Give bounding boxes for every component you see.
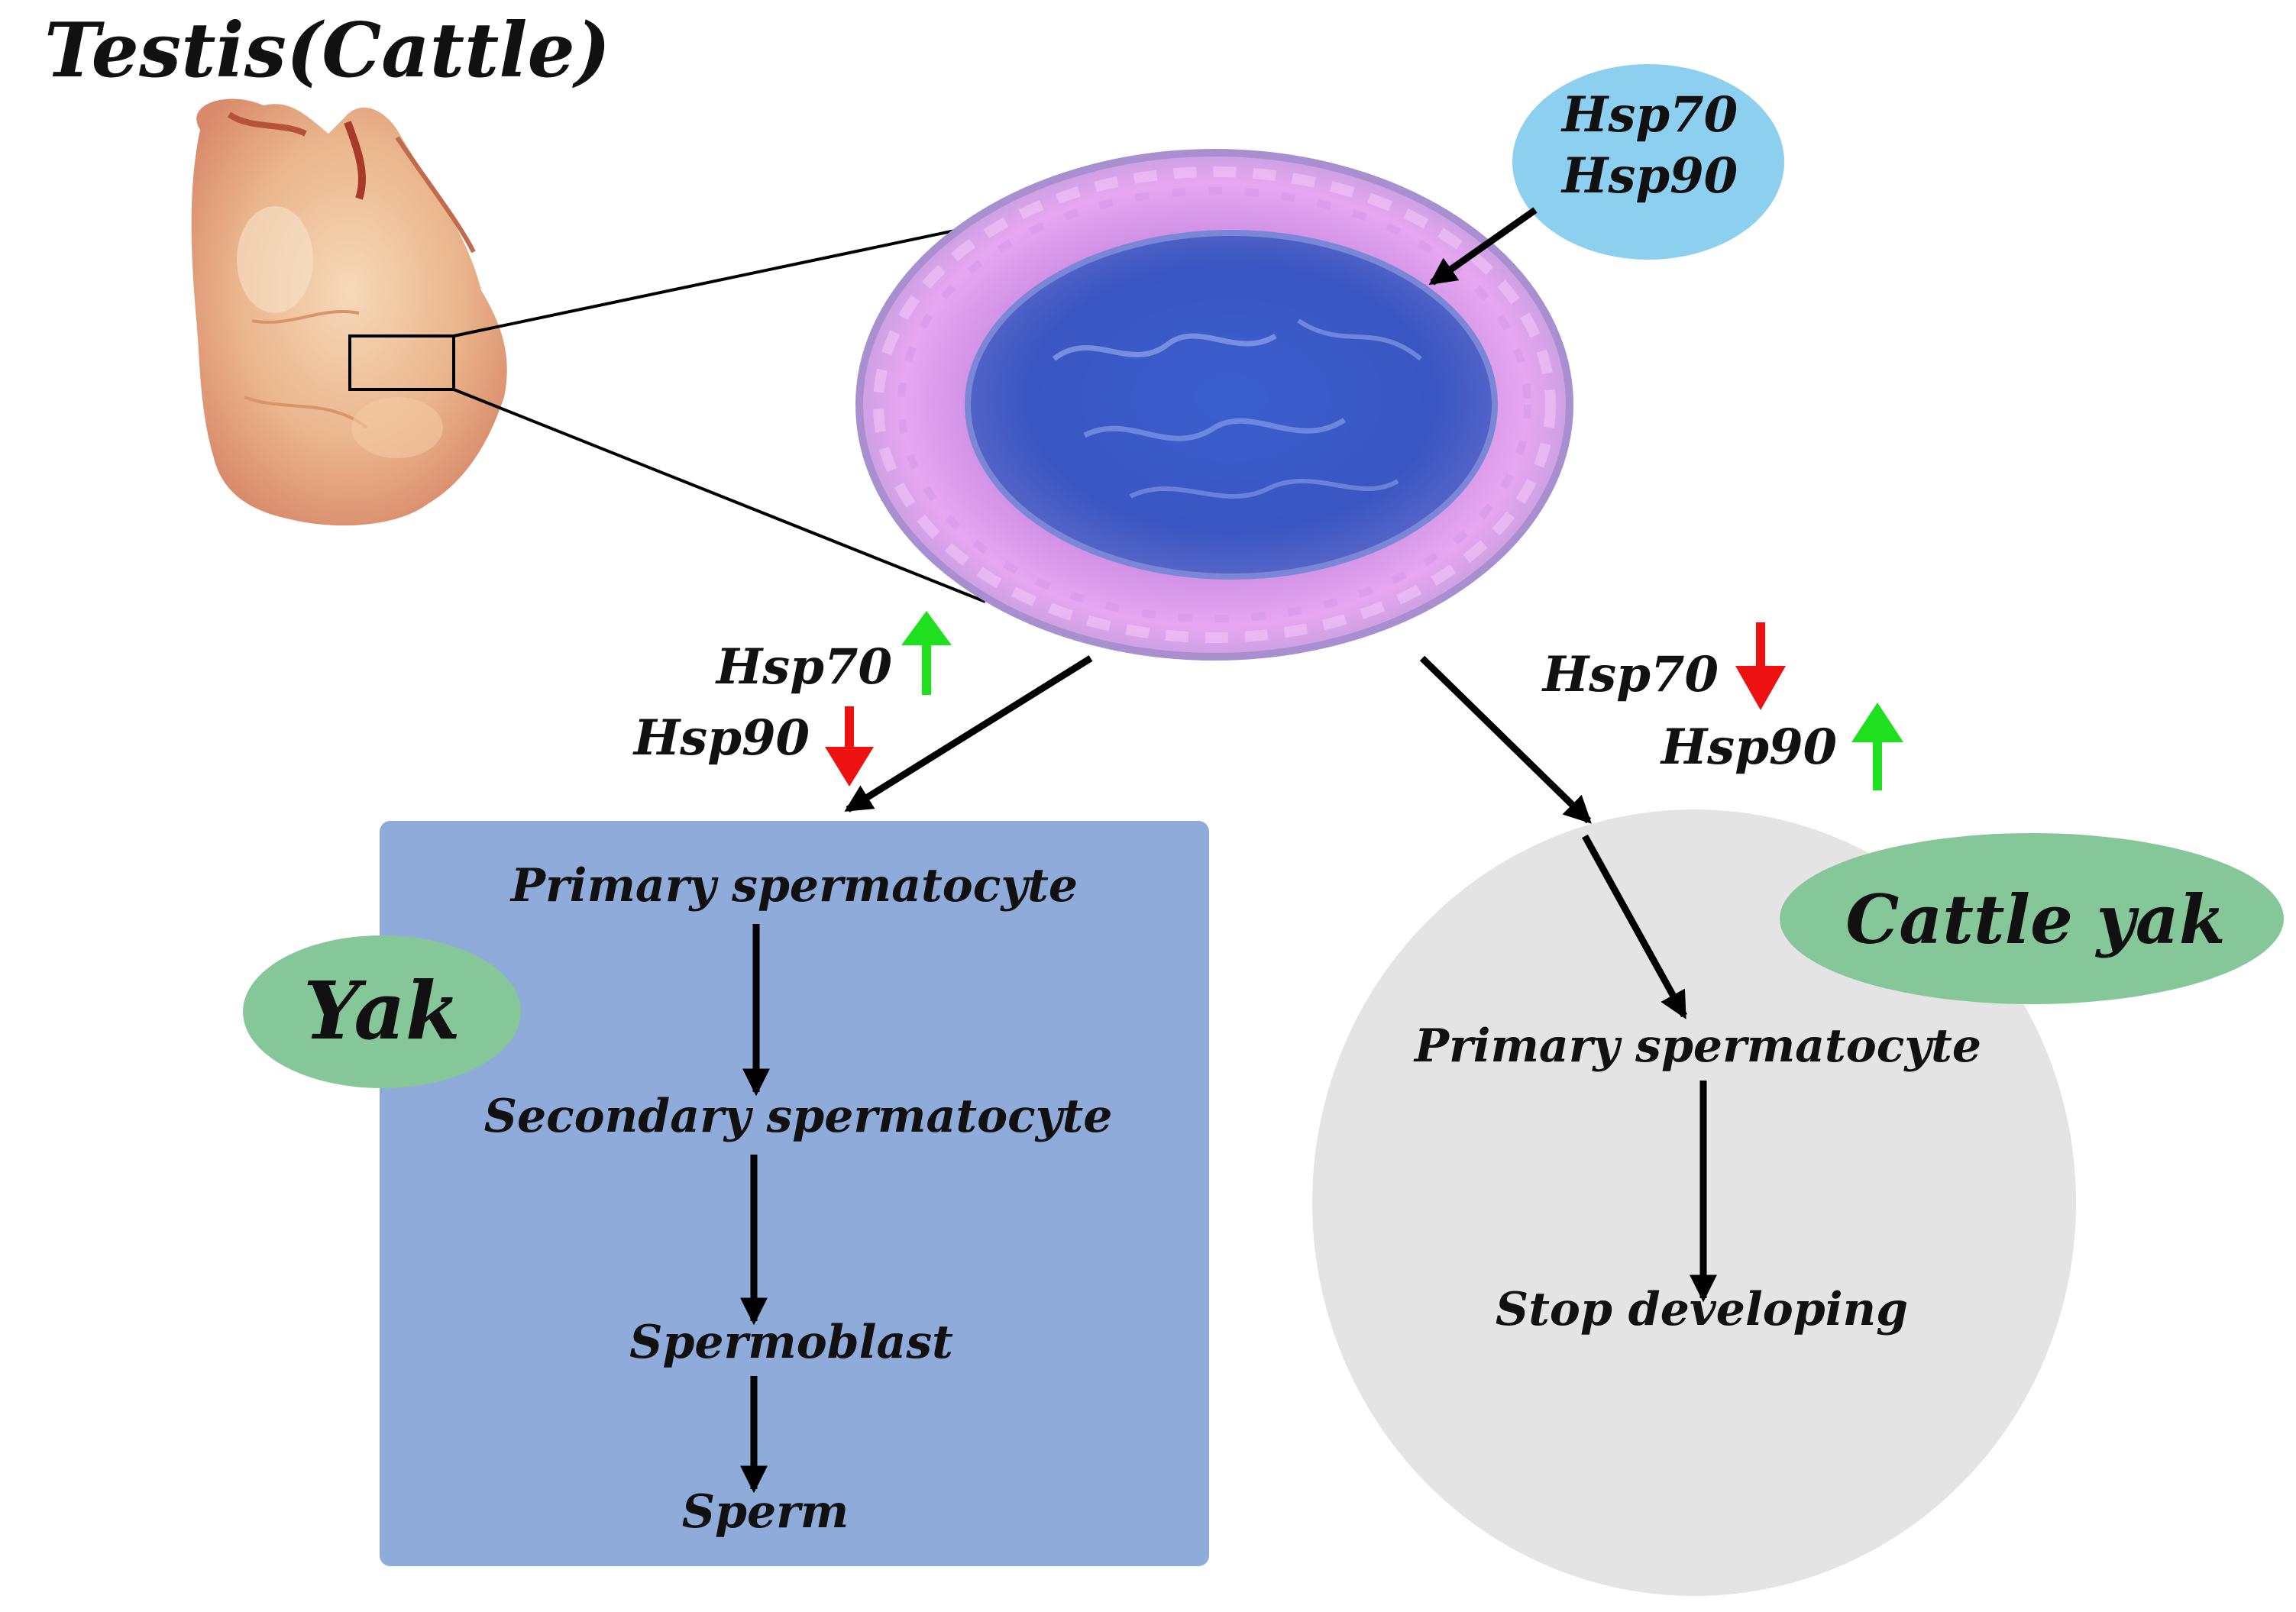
yak-stage-1: Primary spermatocyte: [509, 859, 1078, 913]
spermatogonium-cell: [855, 149, 1573, 661]
left-hsp70-up-arrow-icon: [901, 611, 952, 695]
hsp-bubble: [1512, 64, 1784, 260]
yak-species-badge: [243, 935, 521, 1088]
cell-to-cattle-yak-arrow: [1419, 655, 1592, 824]
yak-stage-3: Spermoblast: [629, 1316, 953, 1369]
cattle-yak-pathway-ellipse: [1312, 809, 2076, 1596]
testis-tissue-image: [191, 99, 507, 526]
hsp-bubble-line2: Hsp90: [1560, 147, 1738, 205]
right-hsp90-label: Hsp90: [1660, 719, 1837, 776]
left-hsp90-label: Hsp90: [632, 709, 810, 767]
right-hsp90-up-arrow-icon: [1851, 703, 1903, 790]
yak-species-label: Yak: [303, 964, 461, 1058]
left-hsp90-down-arrow-icon: [825, 706, 874, 787]
yak-pathway-box: [380, 821, 1209, 1566]
bubble-to-nucleus-arrow: [1428, 207, 1538, 286]
yak-stage-2: Secondary spermatocyte: [484, 1090, 1113, 1143]
cattle-yak-species-badge: [1780, 833, 2284, 1004]
cattle-yak-stage-2: Stop developing: [1496, 1283, 1908, 1336]
cell-nucleus: [965, 230, 1498, 580]
cattle-yak-arrow-in: [1582, 834, 1687, 1019]
cattle-yak-species-label: Cattle yak: [1845, 880, 2226, 959]
zoom-region-box: [348, 334, 455, 391]
zoom-line-bottom: [453, 388, 986, 603]
left-hsp70-label: Hsp70: [715, 638, 892, 696]
cattle-yak-stage-1: Primary spermatocyte: [1413, 1019, 1981, 1073]
right-hsp70-down-arrow-icon: [1735, 622, 1786, 710]
hsp-bubble-line1: Hsp70: [1560, 86, 1738, 144]
cell-to-yak-arrow: [844, 655, 1093, 812]
yak-stage-4: Sperm: [682, 1485, 849, 1539]
right-hsp70-label: Hsp70: [1541, 646, 1719, 703]
figure-title: Testis(Cattle): [44, 7, 610, 95]
